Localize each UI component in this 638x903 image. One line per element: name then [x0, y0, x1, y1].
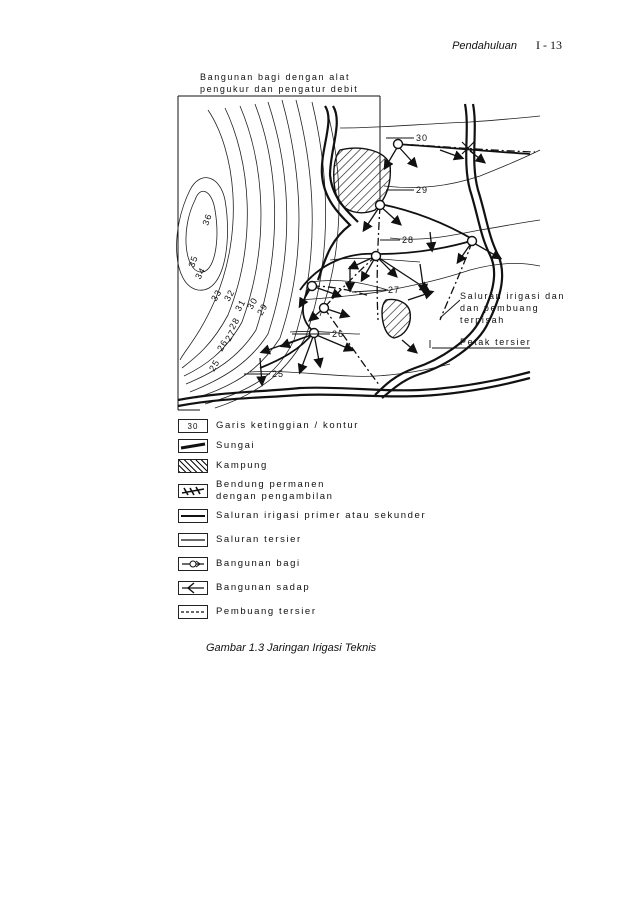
contour-left-33: 33 — [209, 288, 224, 303]
tertiary-canal-icon — [178, 533, 208, 547]
contour-label-28: 28 — [402, 235, 414, 245]
legend-label: Saluran irigasi primer atau sekunder — [216, 510, 427, 521]
legend-label: Bangunan bagi — [216, 558, 301, 569]
contour-left-36: 36 — [200, 212, 214, 227]
division-structures — [306, 138, 478, 339]
legend-label: Bangunan sadap — [216, 582, 311, 593]
contour-symbol-label: 30 — [187, 421, 199, 431]
division-structure-icon — [178, 557, 208, 571]
legend-label: Pembuang tersier — [216, 606, 317, 617]
header-title: Pendahuluan — [452, 40, 517, 52]
callout-top-line1: Bangunan bagi dengan alat — [200, 72, 350, 82]
primary-canals — [259, 143, 531, 369]
offtake-structure-icon — [178, 581, 208, 595]
callout-right-line3: terpisah — [460, 315, 505, 325]
legend: 30 Garis ketinggian / kontur Sungai Kamp… — [178, 416, 438, 622]
legend-item-river: Sungai — [178, 436, 438, 456]
legend-item-offtake: Bangunan sadap — [178, 578, 438, 598]
legend-item-village: Kampung — [178, 456, 438, 476]
weir-symbol-icon — [178, 484, 208, 498]
village-hatch-icon — [178, 459, 208, 473]
callout-top-line2: pengukur dan pengatur debit — [200, 84, 358, 94]
page-header: Pendahuluan I - 13 — [452, 38, 562, 53]
rivers — [177, 103, 531, 408]
primary-canal-icon — [178, 509, 208, 523]
callout-right-line2: dan pembuang — [460, 303, 539, 313]
river-symbol-icon — [178, 439, 208, 453]
contour-lines — [176, 99, 340, 409]
contour-left-35: 35 — [186, 254, 200, 269]
contour-label-30: 30 — [416, 133, 428, 143]
legend-label: Sungai — [216, 440, 256, 451]
tertiary-drain-icon — [178, 605, 208, 619]
contour-label-25: 25 — [272, 369, 284, 379]
legend-item-tertiary: Saluran tersier — [178, 530, 438, 550]
map-frame — [177, 95, 381, 411]
legend-label: Saluran tersier — [216, 534, 302, 545]
legend-label: Garis ketinggian / kontur — [216, 420, 359, 431]
legend-item-weir: Bendung permanen dengan pengambilan — [178, 476, 438, 506]
contour-label-26: 26 — [332, 329, 344, 339]
figure-caption: Gambar 1.3 Jaringan Irigasi Teknis — [206, 642, 377, 654]
contour-left-32: 32 — [222, 288, 237, 303]
legend-item-contour: 30 Garis ketinggian / kontur — [178, 416, 438, 436]
contour-left-25: 25 — [207, 358, 222, 373]
diagram-labels: Bangunan bagi dengan alat pengukur dan p… — [186, 72, 565, 379]
contour-symbol-icon: 30 — [178, 419, 208, 433]
page-number: I - 13 — [536, 38, 562, 52]
legend-item-drain: Pembuang tersier — [178, 602, 438, 622]
legend-item-primary: Saluran irigasi primer atau sekunder — [178, 506, 438, 526]
callout-petak: Petak tersier — [460, 337, 531, 347]
legend-label: Bendung permanen dengan pengambilan — [216, 479, 334, 502]
contour-label-27: 27 — [388, 285, 400, 295]
legend-item-division: Bangunan bagi — [178, 554, 438, 574]
callout-right-line1: Saluran irigasi dan — [460, 291, 565, 301]
contour-label-29: 29 — [416, 185, 428, 195]
callout-leaders — [244, 137, 530, 375]
legend-label: Kampung — [216, 460, 268, 471]
village-areas — [333, 147, 411, 339]
